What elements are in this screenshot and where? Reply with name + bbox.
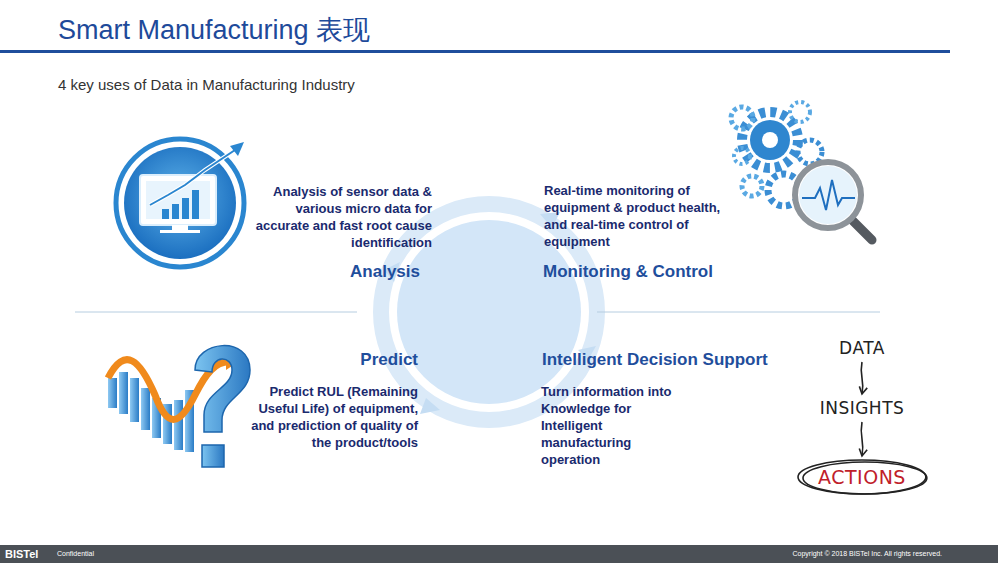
ellipse-stroke bbox=[803, 462, 927, 494]
quadrant-body: Analysis of sensor data & various micro … bbox=[252, 184, 432, 252]
analysis-icon bbox=[116, 139, 244, 267]
quadrant-heading: Monitoring & Control bbox=[543, 261, 763, 283]
node-text: DATA bbox=[839, 338, 885, 358]
quadrant-body: Turn information into Knowledge for Inte… bbox=[541, 384, 691, 468]
quadrant-heading: Predict bbox=[268, 349, 418, 371]
footer-copyright: Copyright © 2018 BISTel Inc. All rights … bbox=[742, 549, 942, 558]
node-text: INSIGHTS bbox=[820, 398, 905, 418]
handwritten-word: INSIGHTS bbox=[816, 396, 909, 420]
separator-line bbox=[597, 312, 880, 313]
subtitle: 4 key uses of Data in Manufacturing Indu… bbox=[58, 75, 458, 95]
quadrant-heading: Intelligent Decision Support bbox=[542, 349, 822, 371]
gears-magnifier-icon bbox=[731, 102, 872, 240]
title-rule bbox=[0, 50, 950, 53]
footer-logo: BISTel bbox=[5, 547, 55, 561]
ellipse-stroke bbox=[798, 460, 926, 494]
node-text: ACTIONS bbox=[818, 466, 906, 488]
ellipse-node: ACTIONS bbox=[796, 458, 928, 496]
arrow-connector bbox=[861, 422, 863, 456]
separator-line bbox=[75, 312, 357, 313]
arrow-connector bbox=[861, 362, 863, 394]
footer-note: Confidential bbox=[57, 549, 137, 558]
slide-title: Smart Manufacturing 表现 bbox=[58, 13, 370, 48]
quadrant-body: Predict RUL (Remaining Useful Life) of e… bbox=[246, 384, 418, 452]
handwritten-word: DATA bbox=[835, 336, 889, 360]
quadrant-body: Real-time monitoring of equipment & prod… bbox=[544, 183, 730, 251]
footer-bar bbox=[0, 545, 998, 563]
predict-icon bbox=[108, 346, 250, 467]
quadrant-heading: Analysis bbox=[270, 261, 420, 283]
